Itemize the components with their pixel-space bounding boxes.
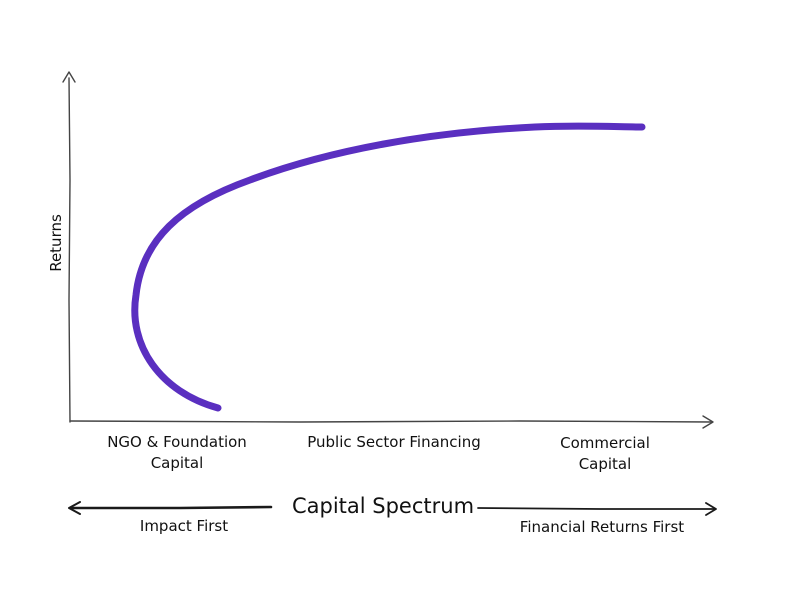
returns-curve	[131, 122, 646, 412]
financial-returns-arrowhead	[705, 502, 717, 516]
category-ngo-foundation-capital: NGO & Foundation Capital	[77, 432, 277, 474]
x-axis-arrowhead	[702, 415, 714, 429]
category-ngo-line-2: Capital	[150, 454, 204, 472]
financial-returns-arrow-line	[477, 507, 715, 510]
capital-spectrum-title: Capital Spectrum	[291, 494, 475, 518]
impact-first-label: Impact First	[139, 517, 229, 535]
category-public-sector-financing: Public Sector Financing	[274, 432, 514, 453]
y-axis-label: Returns	[47, 214, 65, 272]
category-ngo-line-1: NGO & Foundation	[107, 433, 247, 451]
financial-returns-first-label: Financial Returns First	[519, 518, 685, 536]
category-commercial-capital: Commercial Capital	[525, 433, 685, 475]
impact-first-arrowhead	[68, 501, 81, 515]
category-commercial-line-2: Capital	[578, 455, 632, 473]
y-axis-arrowhead	[62, 71, 76, 83]
impact-first-arrow-line	[70, 505, 273, 510]
y-axis-line	[68, 77, 71, 423]
x-axis-line	[69, 420, 713, 423]
category-commercial-line-1: Commercial	[560, 434, 650, 452]
category-public-line-1: Public Sector Financing	[307, 433, 481, 451]
